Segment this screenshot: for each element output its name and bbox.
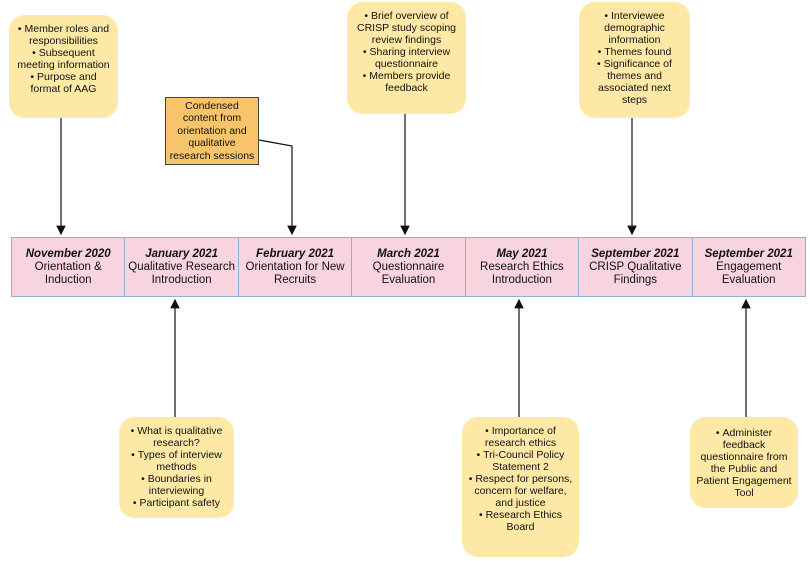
bullet-list: What is qualitative research?Types of in… — [125, 425, 228, 509]
timeline-date: May 2021 — [496, 247, 548, 260]
note-jan2021: What is qualitative research?Types of in… — [119, 417, 234, 518]
arrow-feb2021 — [258, 139, 297, 236]
timeline-label: Engagement Evaluation — [716, 260, 782, 286]
timeline-label: Research Ethics Introduction — [480, 260, 564, 286]
bullet-item: Administer feedback questionnaire from t… — [696, 427, 792, 499]
timeline-date: March 2021 — [377, 247, 440, 260]
note-sep2021-findings: Interviewee demographic informationTheme… — [579, 2, 690, 118]
timeline-label: Orientation & Induction — [34, 260, 102, 286]
note-feb2021: Condensed content from orientation and q… — [165, 97, 259, 165]
bullet-list: Interviewee demographic informationTheme… — [585, 10, 684, 106]
note-mar2021: Brief overview of CRISP study scoping re… — [347, 2, 466, 114]
bullet-item: Tri-Council Policy Statement 2 — [468, 449, 573, 473]
bullet-item: Themes found — [585, 46, 684, 58]
bullet-item: Boundaries in interviewing — [125, 473, 228, 497]
note-feb2021-text: Condensed content from orientation and q… — [169, 99, 255, 162]
bullet-item: Participant safety — [125, 497, 228, 509]
bullet-item: Purpose and format of AAG — [15, 71, 112, 95]
bullet-item: Respect for persons, concern for welfare… — [468, 473, 573, 509]
bullet-list: Member roles and responsibilitiesSubsequ… — [15, 23, 112, 95]
bullet-item: Significance of themes and associated ne… — [585, 58, 684, 106]
bullet-item: Members provide feedback — [353, 70, 460, 94]
bullet-item: What is qualitative research? — [125, 425, 228, 449]
bullet-item: Importance of research ethics — [468, 425, 573, 449]
timeline-date: February 2021 — [256, 247, 335, 260]
bullet-item: Sharing interview questionnaire — [353, 46, 460, 70]
bullet-item: Member roles and responsibilities — [15, 23, 112, 47]
bullet-item: Subsequent meeting information — [15, 47, 112, 71]
bullet-list: Administer feedback questionnaire from t… — [696, 427, 792, 499]
bullet-item: Brief overview of CRISP study scoping re… — [353, 10, 460, 46]
timeline-label: Orientation for New Recruits — [245, 260, 345, 286]
note-may2021: Importance of research ethicsTri-Council… — [462, 417, 579, 557]
timeline-label: CRISP Qualitative Findings — [589, 260, 682, 286]
bullet-item: Interviewee demographic information — [585, 10, 684, 46]
timeline-label: Qualitative Research Introduction — [128, 260, 235, 286]
timeline-label: Questionnaire Evaluation — [372, 260, 445, 286]
bullet-list: Brief overview of CRISP study scoping re… — [353, 10, 460, 94]
timeline-date: September 2021 — [591, 247, 680, 260]
timeline-date: November 2020 — [25, 247, 111, 260]
timeline-date: January 2021 — [145, 247, 219, 260]
bullet-item: Types of interview methods — [125, 449, 228, 473]
timeline-date: September 2021 — [704, 247, 793, 260]
bullet-item: Research Ethics Board — [468, 509, 573, 533]
bullet-list: Importance of research ethicsTri-Council… — [468, 425, 573, 533]
note-sep2021-engagement: Administer feedback questionnaire from t… — [690, 417, 798, 508]
note-nov2020: Member roles and responsibilitiesSubsequ… — [9, 15, 118, 118]
